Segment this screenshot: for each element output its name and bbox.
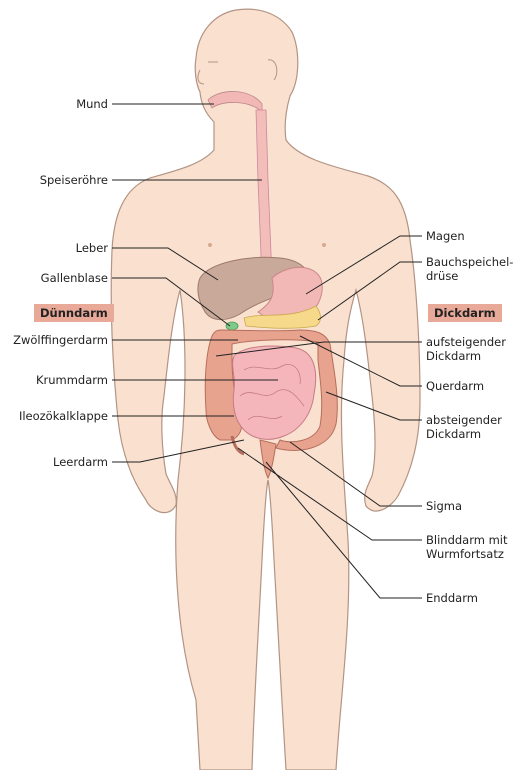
label-blinddarm-1: Blinddarm mit: [426, 533, 508, 547]
label-blinddarm-2: Wurmfortsatz: [426, 547, 504, 561]
label-aufsteigender-2: Dickdarm: [426, 349, 481, 363]
label-ileozoekalklappe: Ileozökalklappe: [0, 409, 108, 423]
header-duenndarm: Dünndarm: [34, 304, 114, 322]
label-mund: Mund: [20, 97, 108, 111]
label-zwoelffingerdarm: Zwölffingerdarm: [0, 333, 108, 347]
label-sigma: Sigma: [426, 499, 462, 513]
label-absteigender-2: Dickdarm: [426, 427, 481, 441]
nipple-right: [322, 243, 326, 247]
label-speiseroehre: Speiseröhre: [8, 173, 108, 187]
label-aufsteigender-1: aufsteigender: [426, 335, 506, 349]
label-gallenblase: Gallenblase: [8, 271, 108, 285]
label-leber: Leber: [20, 241, 108, 255]
label-leerdarm: Leerdarm: [20, 455, 108, 469]
gallbladder: [226, 322, 238, 330]
label-magen: Magen: [426, 229, 465, 243]
header-dickdarm: Dickdarm: [428, 304, 502, 322]
label-bauchspeichel-1: Bauchspeichel-: [426, 255, 513, 269]
label-bauchspeichel-2: drüse: [426, 269, 458, 283]
label-enddarm: Enddarm: [426, 591, 478, 605]
nipple-left: [208, 243, 212, 247]
label-absteigender-1: absteigender: [426, 413, 502, 427]
label-querdarm: Querdarm: [426, 379, 484, 393]
label-krummdarm: Krummdarm: [8, 373, 108, 387]
